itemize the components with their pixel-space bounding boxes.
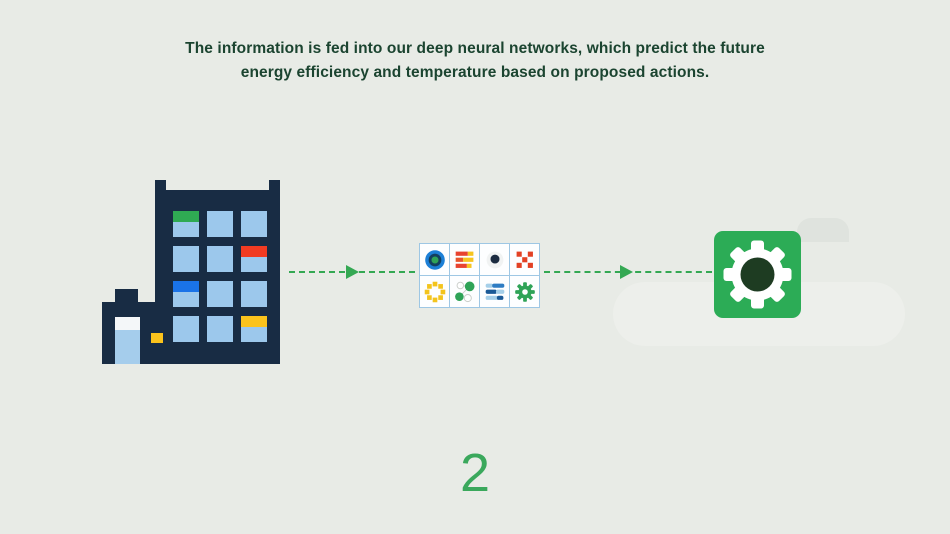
building-door — [115, 317, 140, 364]
small-gear-icon — [510, 276, 539, 307]
window — [173, 246, 199, 272]
gear-icon — [723, 240, 792, 309]
window-highlight-blue — [173, 281, 199, 292]
window-highlight-red — [241, 246, 267, 257]
window — [207, 316, 233, 342]
caption: The information is fed into our deep neu… — [0, 37, 950, 85]
neural-network-grid-icon — [419, 243, 540, 308]
arrow-right-icon — [346, 265, 359, 279]
window — [241, 316, 267, 342]
window — [173, 281, 199, 307]
dot-icon — [480, 244, 509, 275]
window — [207, 281, 233, 307]
window — [241, 281, 267, 307]
gear-tile — [714, 231, 801, 318]
cloud-icon — [797, 218, 849, 242]
window — [241, 246, 267, 272]
red-quincunx-icon — [510, 244, 539, 275]
building-chimney — [115, 289, 138, 304]
building-parapet-right — [269, 180, 280, 192]
blue-stacked-bars-icon — [480, 276, 509, 307]
doorbell-light — [151, 333, 163, 343]
building-windows — [173, 211, 267, 342]
green-scatter-icon — [450, 276, 479, 307]
window — [173, 211, 199, 237]
caption-line-2: energy efficiency and temperature based … — [240, 64, 710, 81]
red-stacked-bars-icon — [450, 244, 479, 275]
window-highlight-green — [173, 211, 199, 222]
window — [207, 211, 233, 237]
window-highlight-yellow — [241, 316, 267, 327]
window — [173, 316, 199, 342]
window — [207, 246, 233, 272]
arrow-right-icon — [620, 265, 633, 279]
window — [241, 211, 267, 237]
yellow-ring-icon — [420, 276, 449, 307]
target-icon — [420, 244, 449, 275]
building-parapet-left — [155, 180, 166, 192]
step-number: 2 — [459, 443, 491, 503]
caption-line-1: The information is fed into our deep neu… — [185, 40, 765, 57]
building-door-top — [115, 317, 140, 330]
